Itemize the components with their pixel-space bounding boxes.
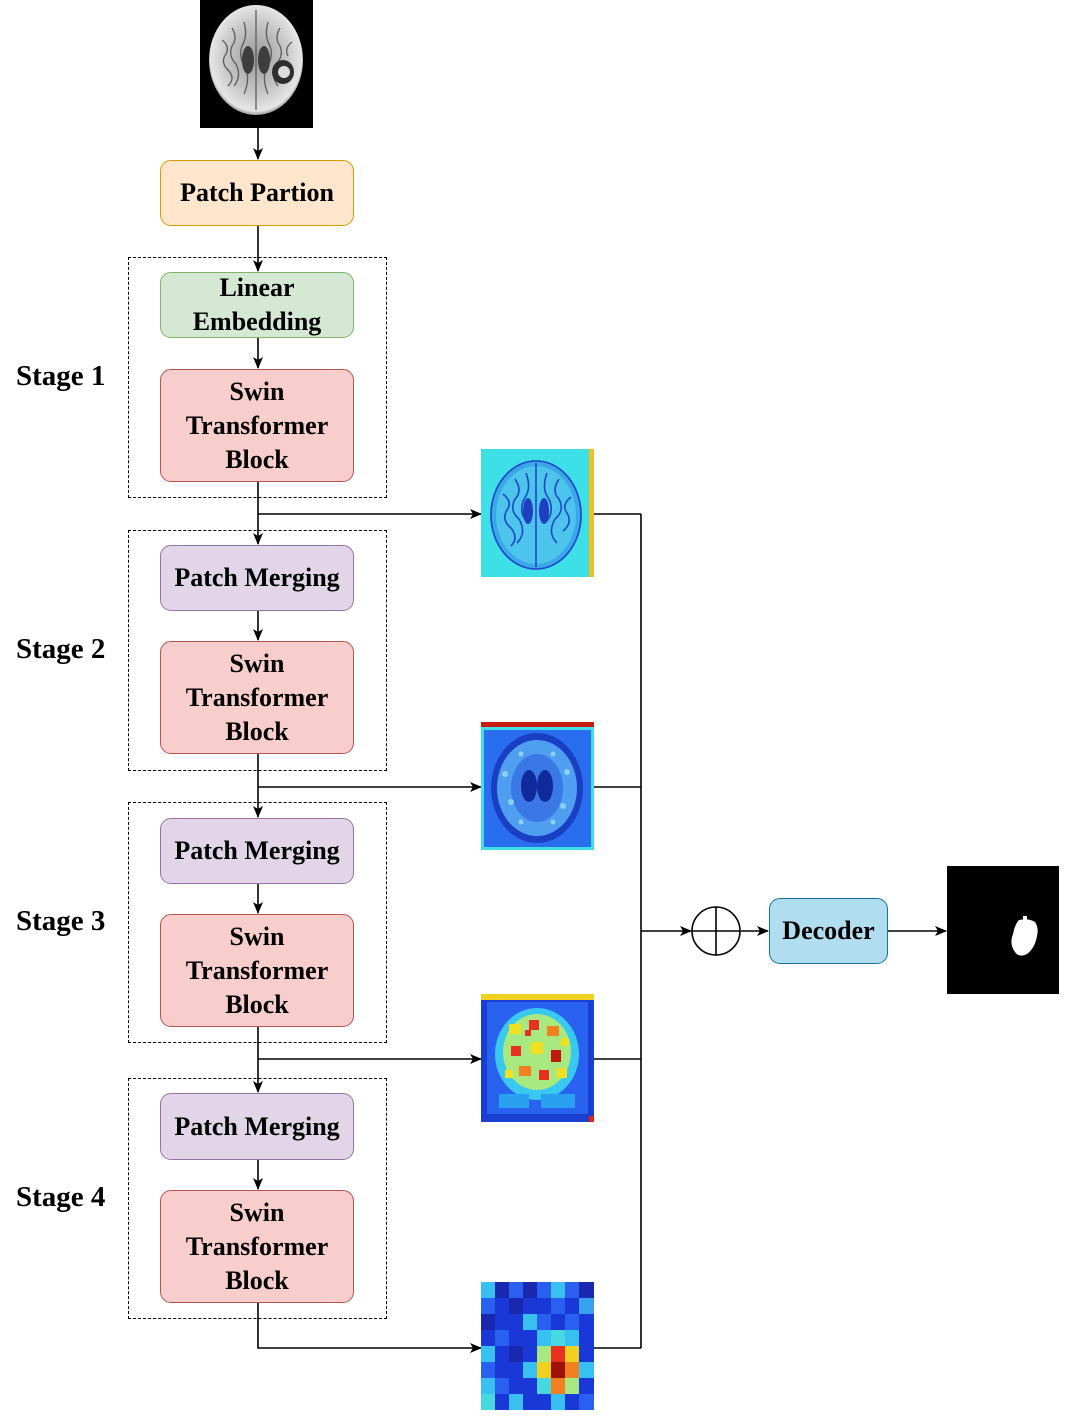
output-segmentation-mask [947, 866, 1059, 994]
stage-2-label: Stage 2 [16, 633, 106, 665]
input-mri-image [200, 0, 313, 128]
patch-merging-block-stage-3: Patch Merging [160, 818, 354, 884]
stage-3-box [128, 802, 387, 1043]
concatenation-operator-icon [691, 906, 741, 956]
stage-1-label: Stage 1 [16, 360, 106, 392]
stage-2-box [128, 530, 387, 771]
patch-merging-block-stage-2: Patch Merging [160, 545, 354, 611]
stage-1-box [128, 257, 387, 498]
patch-merging-block-stage-4: Patch Merging [160, 1093, 354, 1160]
patch-partition-block: Patch Partion [160, 160, 354, 226]
decoder-block: Decoder [769, 898, 888, 964]
stage-4-box [128, 1078, 387, 1319]
stage-3-feature-map [481, 994, 594, 1122]
stage-1-feature-map [481, 449, 594, 577]
stage-4-feature-map [481, 1282, 594, 1410]
stage-2-feature-map [481, 722, 594, 850]
stage-3-label: Stage 3 [16, 905, 106, 937]
stage-4-label: Stage 4 [16, 1181, 106, 1213]
